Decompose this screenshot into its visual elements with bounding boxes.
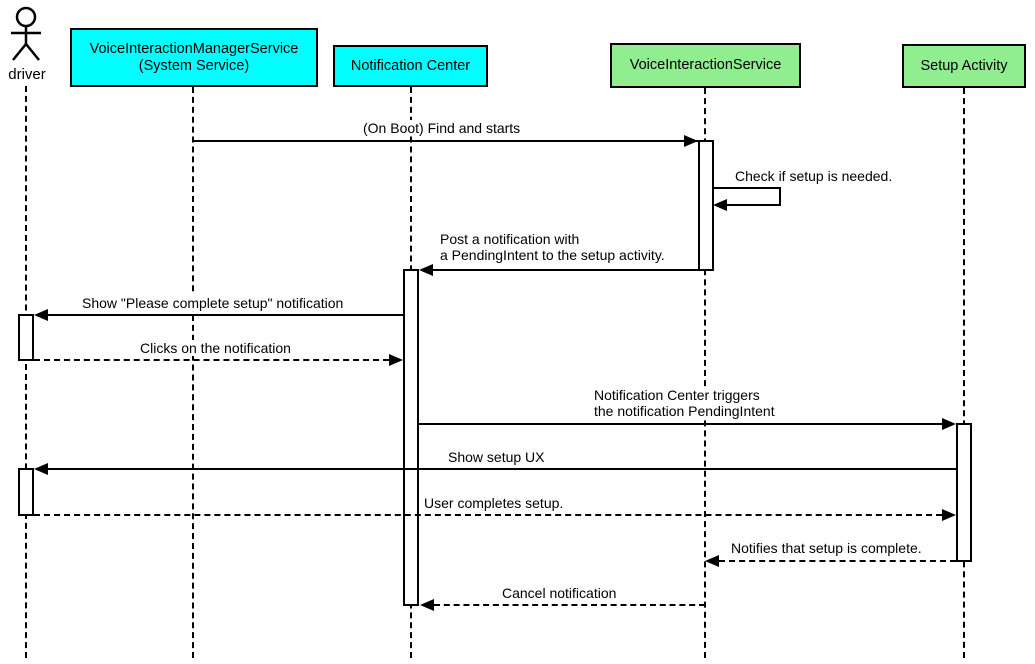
actor-figure-icon [11,6,41,61]
message-label-on-boot: (On Boot) Find and starts [361,120,523,136]
message-label-notify-complete: Notifies that setup is complete. [729,540,924,556]
message-line-check-setup-back [727,204,781,206]
message-line-trigger-pendingintent [419,423,942,425]
activation-bar-driver-2 [18,468,34,516]
activation-bar-setup-activity [956,423,972,562]
lifeline-setup-activity [963,88,965,658]
lifeline-driver [25,86,27,658]
message-label-cancel-notification: Cancel notification [500,585,619,601]
arrowhead-icon [419,264,433,276]
participant-voiceinteractionservice: VoiceInteractionService [610,43,801,88]
arrowhead-icon [34,463,48,475]
arrowhead-icon [942,509,956,521]
arrowhead-icon [34,309,48,321]
arrowhead-icon [713,199,727,211]
message-line-show-setup-ux [47,468,956,470]
participant-notification-center: Notification Center [333,45,488,87]
message-line-check-setup-out [713,187,780,189]
message-label-user-completes: User completes setup. [422,495,566,511]
arrowhead-icon [942,418,956,430]
message-line-post-notification [433,269,698,271]
activation-bar-voiceinteractionservice [698,140,714,271]
message-line-click-notification [34,359,389,361]
arrowhead-icon [684,135,698,147]
message-label-post-notification: Post a notification with a PendingIntent… [438,231,667,263]
message-line-cancel-notification [434,604,705,606]
message-label-trigger-pendingintent: Notification Center triggers the notific… [592,387,777,419]
participant-setup-activity: Setup Activity [902,44,1026,88]
message-label-click-notification: Clicks on the notification [138,340,293,356]
lifeline-vims [192,87,194,658]
message-line-user-completes [34,514,942,516]
actor-label: driver [8,66,46,83]
arrowhead-icon [389,354,403,366]
message-label-check-setup: Check if setup is needed. [733,168,895,184]
message-label-show-setup-ux: Show setup UX [446,449,547,465]
message-line-check-setup-down [779,187,781,206]
message-line-show-notification [47,314,403,316]
arrowhead-icon [420,599,434,611]
lifeline-voiceinteractionservice [704,88,706,658]
message-line-on-boot [194,140,698,142]
participant-vims: VoiceInteractionManagerService (System S… [70,28,318,87]
activation-bar-notification-center [403,269,419,606]
message-line-notify-complete [719,560,956,562]
message-label-show-notification: Show "Please complete setup" notificatio… [80,295,346,311]
activation-bar-driver-1 [18,314,34,361]
arrowhead-icon [705,555,719,567]
